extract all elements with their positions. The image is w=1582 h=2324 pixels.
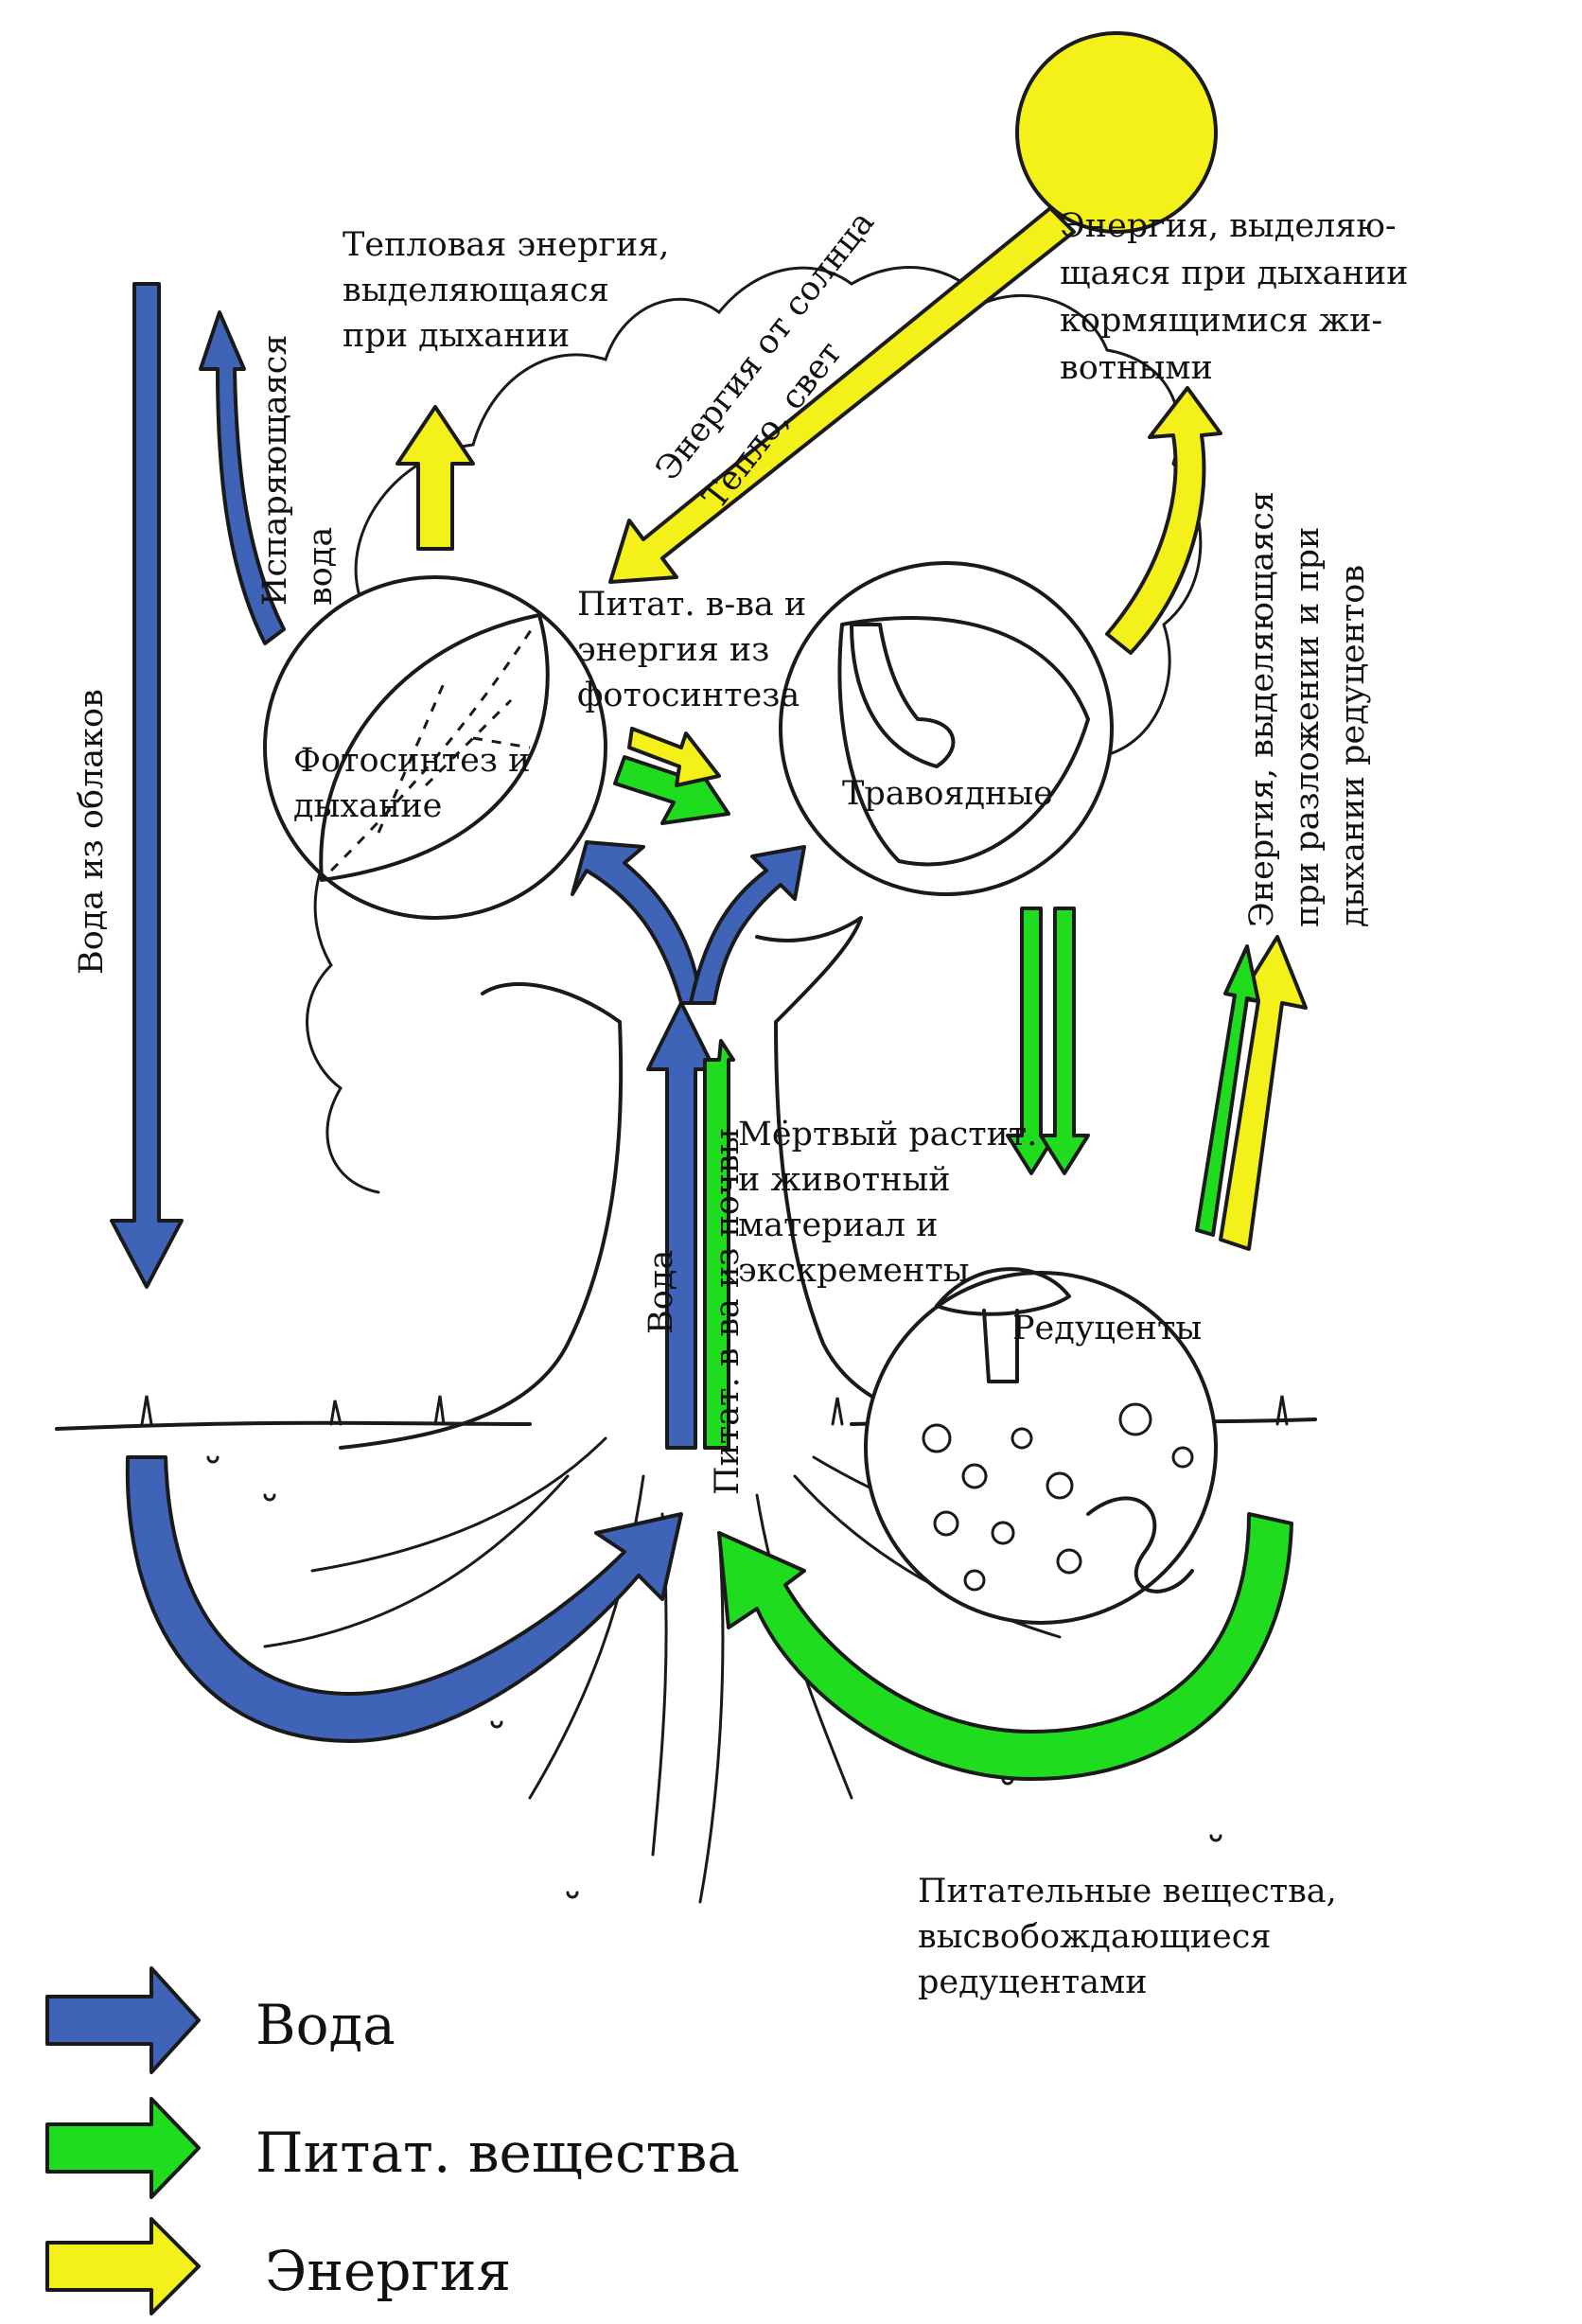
dead-material-label: Мёртвый растит. и животный материал и эк… [738, 1116, 1048, 1290]
sun-energy-arrow[interactable] [608, 206, 1076, 584]
photosynthesis-energy-arrow[interactable] [627, 727, 721, 787]
soil-particles [922, 1402, 1194, 1592]
legend-nutrients-arrow [45, 2097, 201, 2199]
released-nutrients-label: Питательные вещества, высвобождающиеся р… [918, 1873, 1347, 2001]
decomposer-energy-green-arrow[interactable] [1195, 944, 1260, 1237]
heat-energy-arrow[interactable] [396, 405, 475, 551]
caterpillar [850, 623, 956, 768]
legend-energy-label: Энергия [265, 2239, 511, 2303]
stem-water-arrow[interactable] [646, 1001, 716, 1450]
legend-water-label: Вода [255, 1993, 396, 2057]
decomposer-energy-label: Энергия, выделяющаяся при разложении и п… [1243, 481, 1372, 927]
photo-nutrients-label: Питат. в-ва и энергия из фотосинтеза [577, 586, 817, 714]
worm [1086, 1496, 1194, 1593]
heat-energy-label: Тепловая энергия, выделяющаяся при дыхан… [343, 226, 680, 355]
soil-nutrients-label: Питат. в-ва из почвы [709, 1128, 747, 1495]
decomposers-label: Редуценты [1012, 1310, 1202, 1347]
animal-energy-label: Энергия, выделяю- щаяся при дыхании корм… [1060, 207, 1419, 387]
tree-trunk [339, 916, 986, 1450]
herbivores-to-dead-arrow-2[interactable] [1039, 907, 1090, 1175]
soil-dots [206, 1455, 1222, 1899]
leaf-veins [329, 624, 536, 872]
sun [1015, 31, 1218, 234]
branch-water-arrow-right[interactable] [689, 845, 806, 1005]
photosynthesis-circle [263, 575, 607, 920]
evaporating-water-label: Испаряющаяся вода [256, 324, 340, 606]
legend-nutrients-label: Питат. вещества [255, 2121, 740, 2185]
stem-nutrients-arrow[interactable] [703, 1039, 735, 1450]
branch-water-arrow-left[interactable] [571, 840, 702, 1005]
legend-water-arrow [45, 1966, 201, 2074]
decomposers-circle [864, 1271, 1218, 1625]
herbivores-label: Травоядные [842, 775, 1053, 813]
herbivores-to-dead-arrow-1[interactable] [1006, 907, 1057, 1175]
photosynthesis-label: Фотосинтез и дыхание [293, 742, 541, 825]
cloud-water-label: Вода из облаков [73, 689, 111, 975]
decomposer-nutrients-arrow[interactable] [717, 1512, 1293, 1781]
mushroom [935, 1267, 1071, 1383]
cloud-water-arrow[interactable] [110, 282, 184, 1289]
leaf-drawing [319, 613, 550, 882]
legend: Вода Питат. вещества Энергия [45, 1966, 740, 2315]
grass-tufts [140, 1395, 1289, 1426]
evaporating-water-arrow[interactable] [199, 310, 286, 645]
stem-water-label: Вода [642, 1250, 680, 1334]
herbivore-leaf-drawing [837, 616, 1090, 867]
legend-energy-arrow [45, 2217, 201, 2315]
animal-energy-arrow[interactable] [1105, 386, 1222, 655]
soil-water-arrow[interactable] [125, 1455, 683, 1743]
